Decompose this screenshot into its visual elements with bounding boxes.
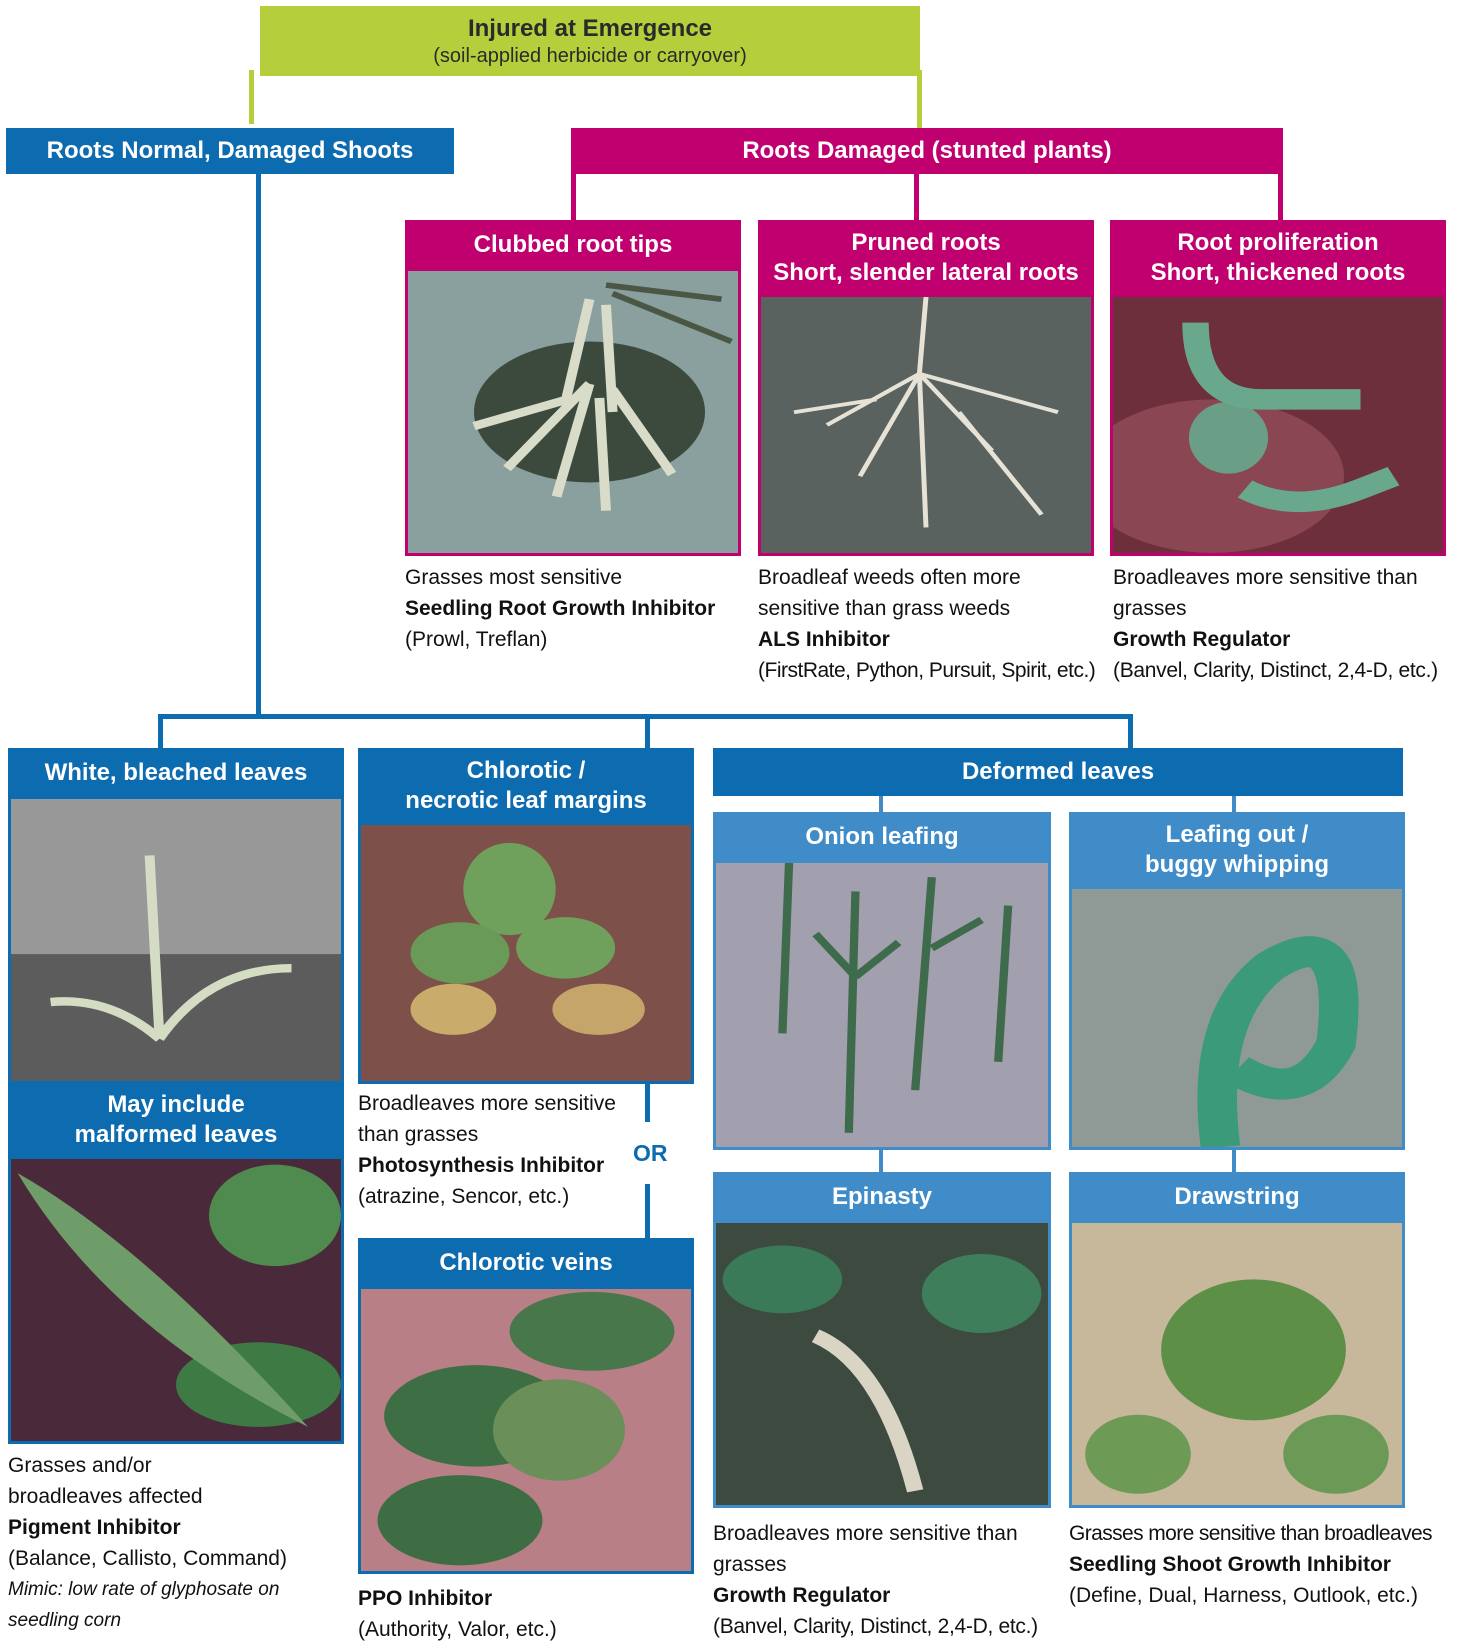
pruned-roots-title: Pruned roots [851, 228, 1000, 258]
deformed-title: Deformed leaves [962, 757, 1154, 787]
chlorotic-line: than grasses [358, 1119, 616, 1150]
epinasty-products: (Banvel, Clarity, Distinct, 2,4-D, etc.) [713, 1611, 1038, 1642]
clubbed-roots-photo [405, 268, 741, 556]
epinasty-photo [713, 1220, 1051, 1508]
bleached-herbicide-class: Pigment Inhibitor [8, 1512, 287, 1543]
top-title: Injured at Emergence [468, 14, 712, 44]
malformed-title: May include [107, 1090, 244, 1120]
pruned-products: (FirstRate, Python, Pursuit, Spirit, etc… [758, 655, 1095, 686]
drawstring-herbicide-class: Seedling Shoot Growth Inhibitor [1069, 1549, 1432, 1580]
pruned-description: Broadleaf weeds often more sensitive tha… [758, 562, 1095, 686]
onion-leafing-title: Onion leafing [805, 822, 958, 852]
clubbed-herbicide-class: Seedling Root Growth Inhibitor [405, 593, 715, 624]
roots-normal-label: Roots Normal, Damaged Shoots [47, 136, 414, 166]
bleached-line: Grasses and/or [8, 1450, 287, 1481]
top-subtitle: (soil-applied herbicide or carryover) [433, 44, 746, 69]
chlorotic-products: (atrazine, Sencor, etc.) [358, 1181, 616, 1212]
connector-line [256, 172, 261, 717]
chlorotic-title: Chlorotic / [467, 756, 586, 786]
connector-line [645, 1082, 650, 1122]
connector-line [645, 714, 650, 750]
drawstring-description: Grasses more sensitive than broadleaves … [1069, 1518, 1432, 1611]
connector-line [158, 714, 163, 750]
pruned-herbicide-class: ALS Inhibitor [758, 624, 1095, 655]
chlorotic-description: Broadleaves more sensitive than grasses … [358, 1088, 616, 1212]
injured-at-emergence-box: Injured at Emergence (soil-applied herbi… [260, 6, 920, 76]
epinasty-description: Broadleaves more sensitive than grasses … [713, 1518, 1038, 1642]
onion-leafing-photo [713, 860, 1051, 1150]
connector-line [571, 172, 576, 220]
connector-line [1278, 172, 1283, 220]
epinasty-title: Epinasty [832, 1182, 932, 1212]
malformed-leaves-header: May include malformed leaves [8, 1082, 344, 1158]
veins-herbicide-class: PPO Inhibitor [358, 1583, 557, 1614]
bleached-seedling-photo [8, 796, 344, 1084]
proliferation-products: (Banvel, Clarity, Distinct, 2,4-D, etc.) [1113, 655, 1438, 686]
root-proliferation-photo [1110, 294, 1446, 556]
epinasty-line: Broadleaves more sensitive than [713, 1518, 1038, 1549]
pruned-roots-header: Pruned roots Short, slender lateral root… [758, 220, 1094, 296]
white-bleached-leaves-header: White, bleached leaves [8, 748, 344, 798]
connector-line [914, 172, 919, 220]
bleached-line: broadleaves affected [8, 1481, 287, 1512]
pruned-roots-photo [758, 294, 1094, 556]
drawstring-products: (Define, Dual, Harness, Outlook, etc.) [1069, 1580, 1432, 1611]
clubbed-line: Grasses most sensitive [405, 562, 715, 593]
drawstring-line: Grasses more sensitive than broadleaves [1069, 1518, 1432, 1549]
proliferation-herbicide-class: Growth Regulator [1113, 624, 1438, 655]
chlorotic-subtitle: necrotic leaf margins [405, 786, 646, 816]
pruned-line: Broadleaf weeds often more [758, 562, 1095, 593]
root-proliferation-header: Root proliferation Short, thickened root… [1110, 220, 1446, 296]
veins-products: (Authority, Valor, etc.) [358, 1614, 557, 1645]
clubbed-description: Grasses most sensitive Seedling Root Gro… [405, 562, 715, 655]
pruned-roots-subtitle: Short, slender lateral roots [773, 258, 1078, 288]
buggy-whipping-title: Leafing out / [1166, 820, 1309, 850]
malformed-subtitle: malformed leaves [75, 1120, 278, 1150]
connector-line [1128, 714, 1133, 750]
connector-line [917, 70, 922, 128]
deformed-leaves-header: Deformed leaves [713, 748, 1403, 796]
bleached-mimic: Mimic: low rate of glyphosate on [8, 1574, 287, 1605]
buggy-whipping-subtitle: buggy whipping [1145, 850, 1329, 880]
chlorotic-veins-photo [358, 1286, 694, 1574]
roots-damaged-label: Roots Damaged (stunted plants) [742, 136, 1111, 166]
white-bleached-title: White, bleached leaves [45, 758, 308, 788]
bleached-description: Grasses and/or broadleaves affected Pigm… [8, 1450, 287, 1636]
epinasty-line: grasses [713, 1549, 1038, 1580]
connector-line [249, 70, 254, 124]
veins-description: PPO Inhibitor (Authority, Valor, etc.) [358, 1583, 557, 1645]
proliferation-line: Broadleaves more sensitive than [1113, 562, 1438, 593]
onion-leafing-header: Onion leafing [713, 812, 1051, 862]
clubbed-root-tips-title: Clubbed root tips [474, 230, 673, 260]
necrotic-margins-photo [358, 822, 694, 1084]
epinasty-header: Epinasty [713, 1172, 1051, 1222]
clubbed-root-tips-header: Clubbed root tips [405, 220, 741, 270]
proliferation-line: grasses [1113, 593, 1438, 624]
root-proliferation-subtitle: Short, thickened roots [1151, 258, 1406, 288]
roots-normal-box: Roots Normal, Damaged Shoots [6, 128, 454, 174]
malformed-leaf-photo [8, 1156, 344, 1444]
roots-damaged-box: Roots Damaged (stunted plants) [571, 128, 1283, 174]
bleached-mimic: seedling corn [8, 1605, 287, 1636]
chlorotic-line: Broadleaves more sensitive [358, 1088, 616, 1119]
clubbed-products: (Prowl, Treflan) [405, 624, 715, 655]
chlorotic-veins-title: Chlorotic veins [439, 1248, 612, 1278]
proliferation-description: Broadleaves more sensitive than grasses … [1113, 562, 1438, 686]
drawstring-title: Drawstring [1174, 1182, 1299, 1212]
drawstring-header: Drawstring [1069, 1172, 1405, 1222]
root-proliferation-title: Root proliferation [1177, 228, 1378, 258]
buggy-whipping-header: Leafing out / buggy whipping [1069, 812, 1405, 888]
or-label: OR [633, 1140, 668, 1167]
connector-line [645, 1184, 650, 1240]
drawstring-photo [1069, 1220, 1405, 1508]
pruned-line: sensitive than grass weeds [758, 593, 1095, 624]
bleached-products: (Balance, Callisto, Command) [8, 1543, 287, 1574]
buggy-whipping-photo [1069, 886, 1405, 1150]
epinasty-herbicide-class: Growth Regulator [713, 1580, 1038, 1611]
chlorotic-veins-header: Chlorotic veins [358, 1238, 694, 1288]
chlorotic-herbicide-class: Photosynthesis Inhibitor [358, 1150, 616, 1181]
chlorotic-margins-header: Chlorotic / necrotic leaf margins [358, 748, 694, 824]
